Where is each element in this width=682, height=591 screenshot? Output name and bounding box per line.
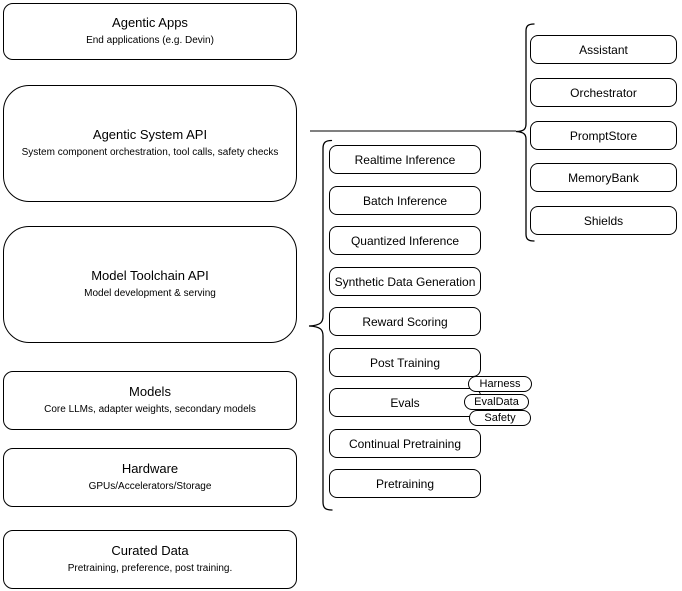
node-subtitle: Pretraining, preference, post training. [67,563,233,575]
node-subtitle: End applications (e.g. Devin) [86,35,214,47]
node-continual-pretraining: Continual Pretraining [329,429,481,458]
node-agentic-apps: Agentic Apps End applications (e.g. Devi… [3,3,297,60]
node-realtime-inference: Realtime Inference [329,145,481,174]
node-batch-inference: Batch Inference [329,186,481,215]
node-curated-data: Curated Data Pretraining, preference, po… [3,530,297,589]
node-agentic-system-api: Agentic System API System component orch… [3,85,297,202]
node-post-training: Post Training [329,348,481,377]
node-subtitle: GPUs/Accelerators/Storage [88,481,212,493]
badge-harness: Harness [468,376,532,392]
node-evals: Evals [329,388,481,417]
node-title: Curated Data [111,543,189,559]
badge-safety: Safety [469,410,531,426]
node-title: Models [129,384,171,400]
node-hardware: Hardware GPUs/Accelerators/Storage [3,448,297,507]
system-brace [515,23,535,242]
node-reward-scoring: Reward Scoring [329,307,481,336]
node-title: Hardware [121,461,179,477]
node-title: Agentic Apps [112,15,188,31]
node-subtitle: Core LLMs, adapter weights, secondary mo… [44,404,256,416]
node-subtitle: Model development & serving [84,288,216,300]
node-models: Models Core LLMs, adapter weights, secon… [3,371,297,430]
node-shields: Shields [530,206,677,235]
node-pretraining: Pretraining [329,469,481,498]
badge-evaldata: EvalData [464,394,529,410]
node-orchestrator: Orchestrator [530,78,677,107]
node-model-toolchain-api: Model Toolchain API Model development & … [3,226,297,343]
node-synthetic-data-generation: Synthetic Data Generation [329,267,481,296]
node-assistant: Assistant [530,35,677,64]
node-quantized-inference: Quantized Inference [329,226,481,255]
node-promptstore: PromptStore [530,121,677,150]
node-title: Model Toolchain API [91,268,209,284]
node-subtitle: System component orchestration, tool cal… [21,147,279,159]
toolchain-brace [308,139,333,511]
node-memorybank: MemoryBank [530,163,677,192]
node-title: Agentic System API [92,127,208,143]
